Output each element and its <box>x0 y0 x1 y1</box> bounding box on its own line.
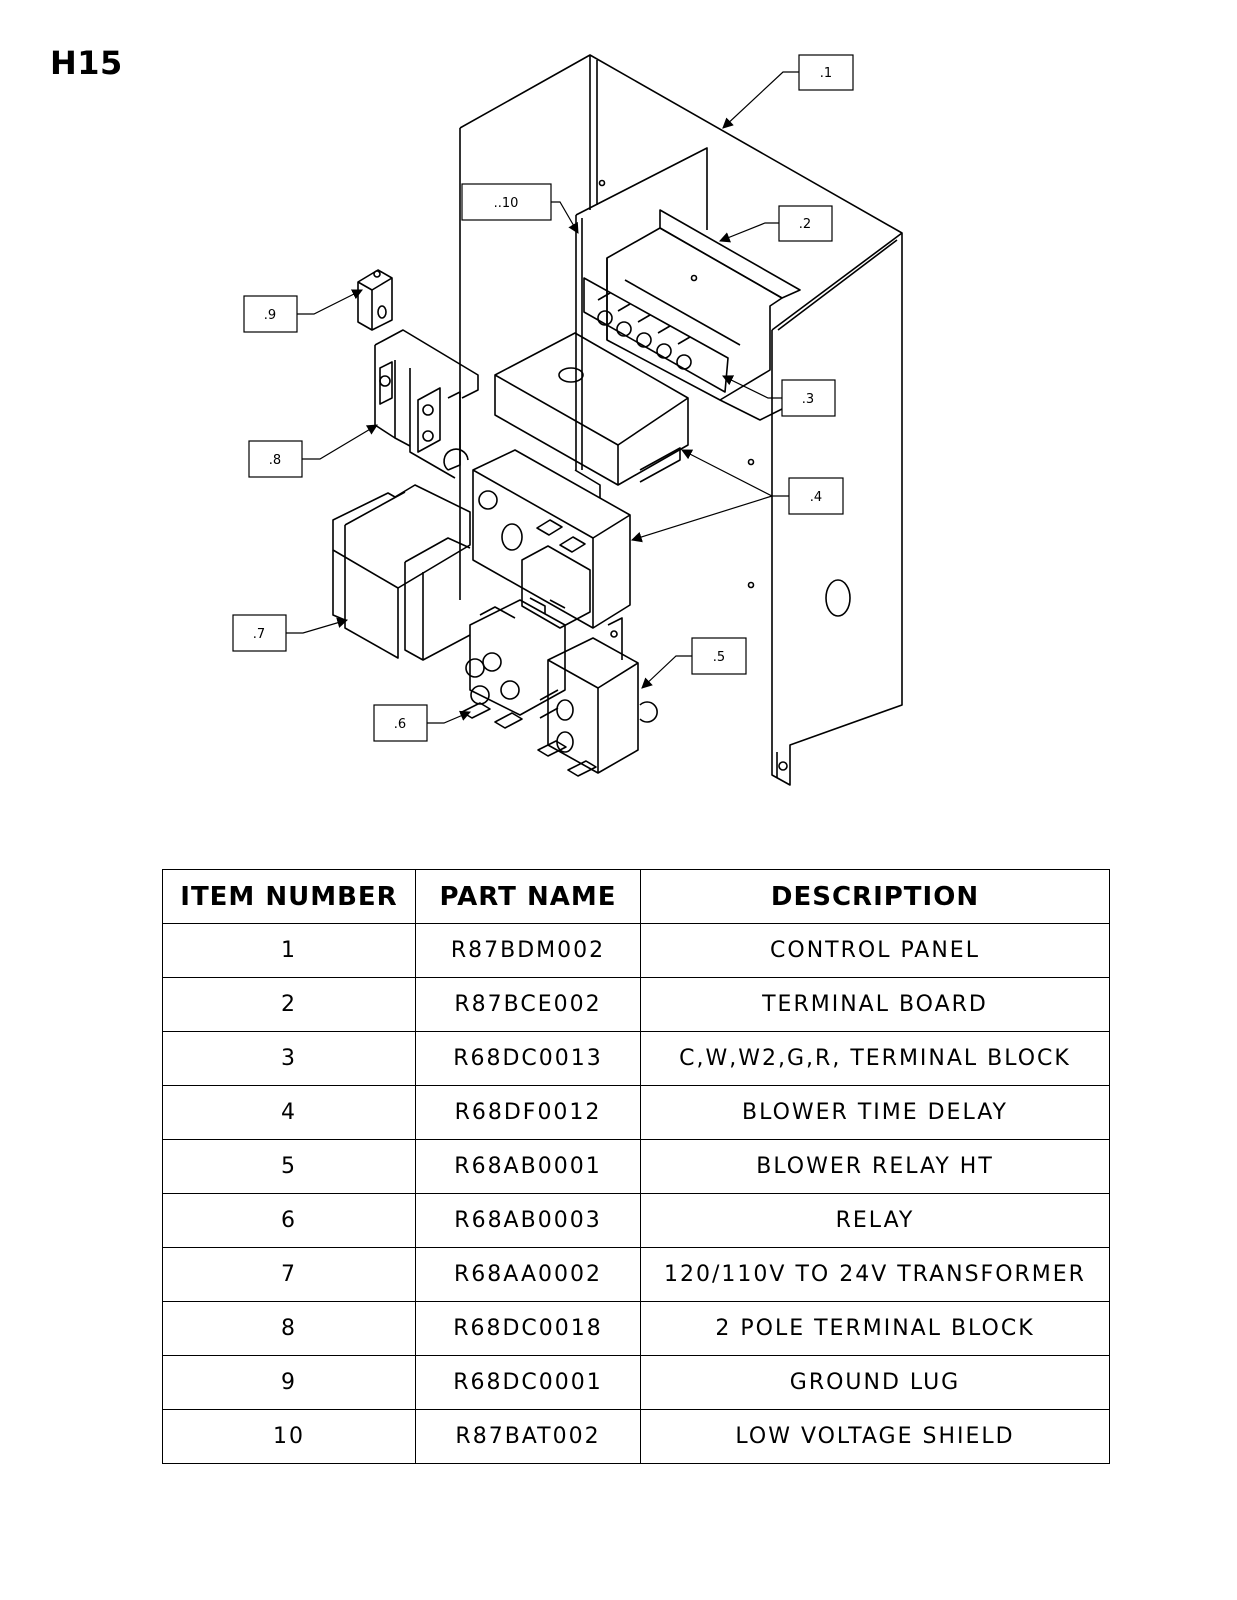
callout-box-1 <box>798 54 854 91</box>
part-name-cell: R68DC0001 <box>415 1355 641 1410</box>
table-header-row: ITEM NUMBER PART NAME DESCRIPTION <box>162 869 1110 924</box>
blower-relay-drawing <box>537 617 658 777</box>
part-name-cell: R68DC0018 <box>415 1301 641 1356</box>
table-row: 7 R68AA0002 120/110V TO 24V TRANSFORMER <box>162 1247 1110 1302</box>
item-number-cell: 8 <box>162 1301 416 1356</box>
part-name-cell: R87BAT002 <box>415 1409 641 1464</box>
blower-time-delay-drawing <box>494 332 689 498</box>
description-cell: TERMINAL BOARD <box>640 977 1110 1032</box>
item-number-cell: 5 <box>162 1139 416 1194</box>
callout-label-9: .9 <box>264 308 276 323</box>
callout-box-9 <box>243 295 298 333</box>
parts-table: ITEM NUMBER PART NAME DESCRIPTION 1 R87B… <box>162 869 1110 1464</box>
callout-box-8 <box>248 440 303 478</box>
relay-drawing <box>461 599 566 729</box>
item-number-cell: 7 <box>162 1247 416 1302</box>
callout-label-6: .6 <box>394 717 406 732</box>
table-row: 6 R68AB0003 RELAY <box>162 1193 1110 1248</box>
callout-label-5: .5 <box>713 650 725 665</box>
header-item-number: ITEM NUMBER <box>162 869 416 924</box>
callout-box-3 <box>781 379 836 417</box>
item-number-cell: 9 <box>162 1355 416 1410</box>
table-row: 5 R68AB0001 BLOWER RELAY HT <box>162 1139 1110 1194</box>
callout-box-7 <box>232 614 287 652</box>
callout-label-7: .7 <box>253 627 265 642</box>
part-name-cell: R68DC0013 <box>415 1031 641 1086</box>
transformer-drawing <box>332 484 471 661</box>
part-name-cell: R68DF0012 <box>415 1085 641 1140</box>
header-description: DESCRIPTION <box>640 869 1110 924</box>
description-cell: 120/110V TO 24V TRANSFORMER <box>640 1247 1110 1302</box>
description-cell: LOW VOLTAGE SHIELD <box>640 1409 1110 1464</box>
terminal-block-drawing <box>583 277 729 393</box>
description-cell: 2 POLE TERMINAL BLOCK <box>640 1301 1110 1356</box>
table-row: 9 R68DC0001 GROUND LUG <box>162 1355 1110 1410</box>
callout-box-6 <box>373 704 428 742</box>
item-number-cell: 6 <box>162 1193 416 1248</box>
callout-label-3: .3 <box>802 392 814 407</box>
exploded-parts-diagram: .1 .2 .3 .4 .5 .6 .7 .8 .9 ..10 <box>232 54 903 786</box>
item-number-cell: 3 <box>162 1031 416 1086</box>
part-name-cell: R87BDM002 <box>415 923 641 978</box>
callout-label-4: .4 <box>810 490 822 505</box>
low-voltage-shield-drawing <box>575 147 708 470</box>
blower-time-delay-module-drawing <box>443 448 631 629</box>
part-name-cell: R68AB0001 <box>415 1139 641 1194</box>
table-row: 3 R68DC0013 C,W,W2,G,R, TERMINAL BLOCK <box>162 1031 1110 1086</box>
table-row: 4 R68DF0012 BLOWER TIME DELAY <box>162 1085 1110 1140</box>
description-cell: RELAY <box>640 1193 1110 1248</box>
header-part-name: PART NAME <box>415 869 641 924</box>
callout-label-2: .2 <box>799 217 811 232</box>
description-cell: GROUND LUG <box>640 1355 1110 1410</box>
page-code: H15 <box>50 44 123 82</box>
description-cell: BLOWER TIME DELAY <box>640 1085 1110 1140</box>
callout-box-2 <box>778 205 833 242</box>
terminal-board-drawing <box>606 209 801 421</box>
callout-box-10 <box>461 183 552 221</box>
control-panel-drawing <box>459 54 903 786</box>
table-row: 2 R87BCE002 TERMINAL BOARD <box>162 977 1110 1032</box>
part-name-cell: R87BCE002 <box>415 977 641 1032</box>
description-cell: C,W,W2,G,R, TERMINAL BLOCK <box>640 1031 1110 1086</box>
table-row: 8 R68DC0018 2 POLE TERMINAL BLOCK <box>162 1301 1110 1356</box>
callout-label-10: ..10 <box>494 196 519 211</box>
item-number-cell: 4 <box>162 1085 416 1140</box>
callout-label-8: .8 <box>269 453 281 468</box>
item-number-cell: 1 <box>162 923 416 978</box>
part-name-cell: R68AA0002 <box>415 1247 641 1302</box>
part-name-cell: R68AB0003 <box>415 1193 641 1248</box>
ground-lug-drawing <box>357 269 393 331</box>
description-cell: BLOWER RELAY HT <box>640 1139 1110 1194</box>
table-row: 10 R87BAT002 LOW VOLTAGE SHIELD <box>162 1409 1110 1464</box>
two-pole-terminal-block-drawing <box>374 329 479 479</box>
table-row: 1 R87BDM002 CONTROL PANEL <box>162 923 1110 978</box>
description-cell: CONTROL PANEL <box>640 923 1110 978</box>
item-number-cell: 2 <box>162 977 416 1032</box>
item-number-cell: 10 <box>162 1409 416 1464</box>
callout-label-1: .1 <box>820 66 832 81</box>
